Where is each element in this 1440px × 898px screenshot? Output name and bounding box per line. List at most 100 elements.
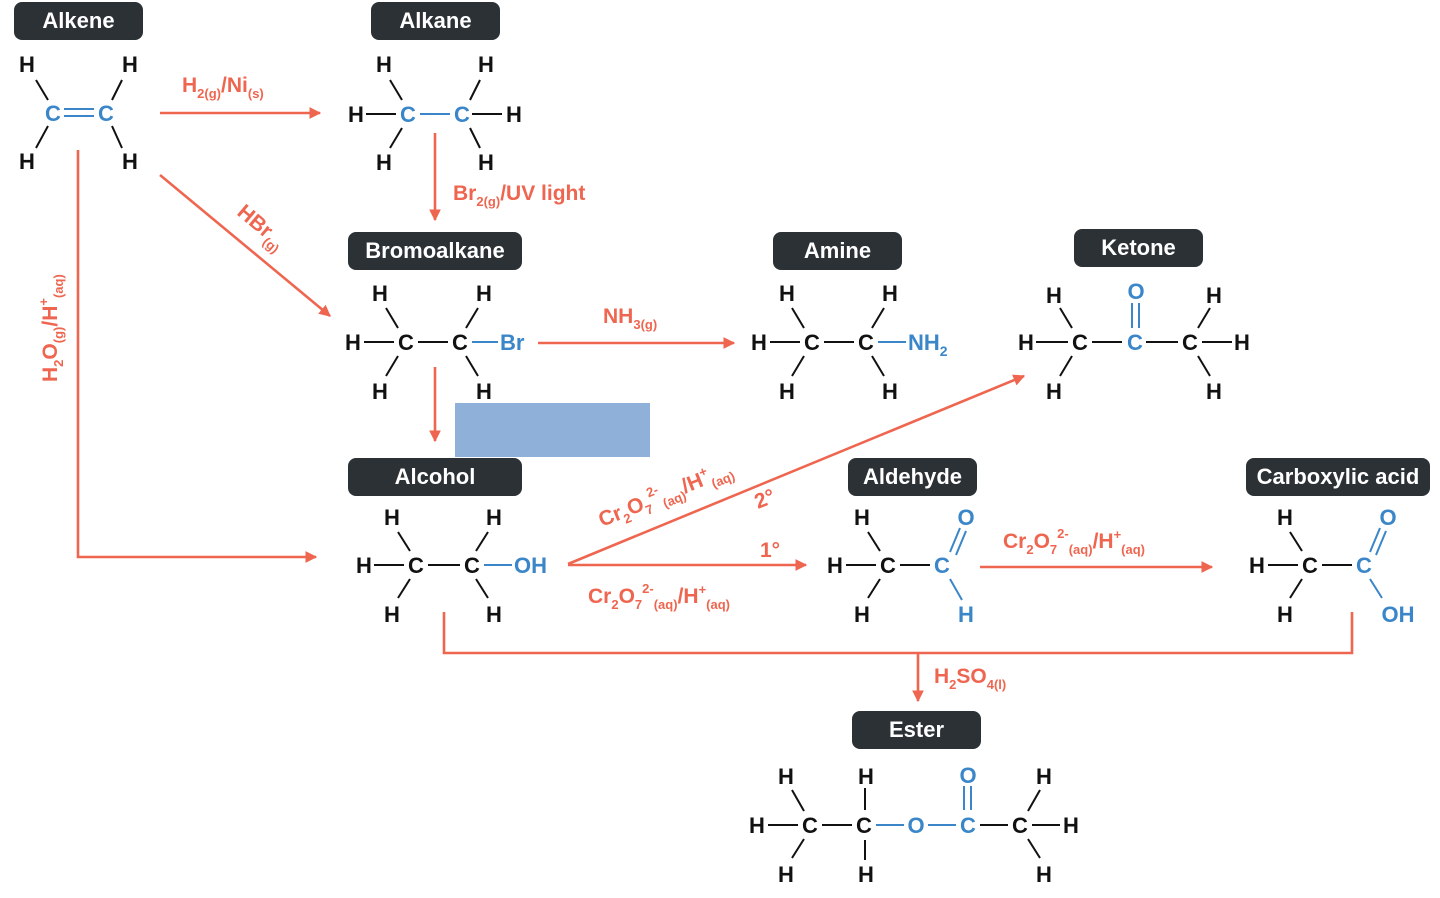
svg-text:H: H [1046,283,1062,308]
svg-text:C: C [880,553,896,578]
svg-text:H: H [478,52,494,77]
svg-text:H: H [486,602,502,627]
carboxylic-acid-structure: H H H C C O OH [1249,505,1414,627]
svg-text:H: H [376,150,392,175]
svg-text:H: H [372,281,388,306]
svg-text:H: H [476,281,492,306]
label-primary: 1° [760,539,780,562]
svg-text:H: H [858,764,874,789]
reagent-hbr: HBr(g) [230,200,290,256]
svg-text:H: H [1018,330,1034,355]
svg-text:O: O [1379,505,1396,530]
svg-text:H: H [858,862,874,887]
svg-text:H: H [122,149,138,174]
arrow-alcohol-to-ketone [567,374,1026,566]
svg-text:H: H [19,52,35,77]
svg-text:C: C [400,102,416,127]
svg-text:C: C [454,102,470,127]
alkane-structure: H H H H H H C C [348,52,522,175]
reagent-hydration: H2O(g)/H+(aq) [36,274,66,382]
svg-text:H: H [882,379,898,404]
alkene-structure: H H H H C C [19,52,138,174]
amine-label: Amine [773,232,902,270]
svg-text:H: H [348,102,364,127]
svg-text:H: H [486,505,502,530]
masked-answer-box [455,403,650,457]
aldehyde-label: Aldehyde [848,458,977,496]
svg-text:C: C [934,553,950,578]
ester-label: Ester [852,711,981,749]
svg-text:H: H [356,553,372,578]
svg-text:C: C [452,330,468,355]
alkene-label: Alkene [14,2,143,40]
reagent-dichromate-aldehyde: Cr2O72-(aq)/H+(aq) [1003,526,1145,557]
svg-text:C: C [1072,330,1088,355]
svg-text:OH: OH [1382,602,1415,627]
amine-structure: H H H H H C C NH2 [751,281,948,404]
aldehyde-structure: H H H C C O H [827,505,975,627]
svg-text:H: H [1063,813,1079,838]
svg-text:H: H [778,862,794,887]
reagent-hydrogenation: H2(g)/Ni(s) [182,74,264,101]
svg-text:H: H [1046,379,1062,404]
svg-text:H: H [372,379,388,404]
ester-structure: H H H H H H H H C C O C O C [749,763,1079,887]
ketone-label: Ketone [1074,229,1203,267]
svg-text:H: H [827,553,843,578]
svg-text:H: H [1036,764,1052,789]
svg-text:NH2: NH2 [908,330,948,359]
reagents: H2(g)/Ni(s) Br2(g)/UV light HBr(g) H2O(g… [36,74,1145,692]
svg-text:O: O [1127,279,1144,304]
reagent-bromination: Br2(g)/UV light [453,182,585,209]
svg-text:H: H [1206,379,1222,404]
svg-text:H: H [376,52,392,77]
svg-text:H: H [778,764,794,789]
svg-text:C: C [856,813,872,838]
svg-text:C: C [1127,330,1143,355]
reaction-arrows [76,107,1354,703]
bracket-alcohol-acid [442,612,1354,655]
svg-text:H: H [506,102,522,127]
svg-text:H: H [345,330,361,355]
svg-text:H: H [478,150,494,175]
svg-text:C: C [802,813,818,838]
arrow-alkene-to-bromoalkane [159,173,331,318]
alcohol-label: Alcohol [348,458,522,496]
reagent-sulfuric-acid: H2SO4(l) [934,665,1006,692]
svg-text:O: O [957,505,974,530]
svg-text:C: C [960,813,976,838]
svg-text:H: H [1277,505,1293,530]
svg-text:Br: Br [500,330,525,355]
svg-text:C: C [804,330,820,355]
svg-text:OH: OH [514,553,547,578]
svg-text:H: H [882,281,898,306]
svg-text:C: C [1012,813,1028,838]
svg-text:H: H [779,379,795,404]
svg-text:C: C [98,101,114,126]
svg-text:H: H [1036,862,1052,887]
svg-text:H: H [19,149,35,174]
svg-text:C: C [45,101,61,126]
svg-text:H: H [751,330,767,355]
svg-text:H: H [384,505,400,530]
svg-text:H: H [122,52,138,77]
svg-text:H: H [749,813,765,838]
reagent-ammonia: NH3(g) [603,305,657,332]
svg-text:H: H [384,602,400,627]
svg-text:H: H [1249,553,1265,578]
svg-text:C: C [858,330,874,355]
reagent-dichromate-primary: Cr2O72-(aq)/H+(aq) [588,581,730,612]
ketone-structure: H H H H H H C C C O [1018,279,1250,404]
svg-text:C: C [1356,553,1372,578]
svg-text:C: C [408,553,424,578]
svg-text:H: H [779,281,795,306]
svg-text:C: C [1302,553,1318,578]
svg-text:H: H [958,602,974,627]
svg-text:O: O [907,813,924,838]
bromoalkane-label: Bromoalkane [348,232,522,270]
svg-text:H: H [854,505,870,530]
svg-text:H: H [854,602,870,627]
alcohol-structure: H H H H H C C OH [356,505,547,627]
